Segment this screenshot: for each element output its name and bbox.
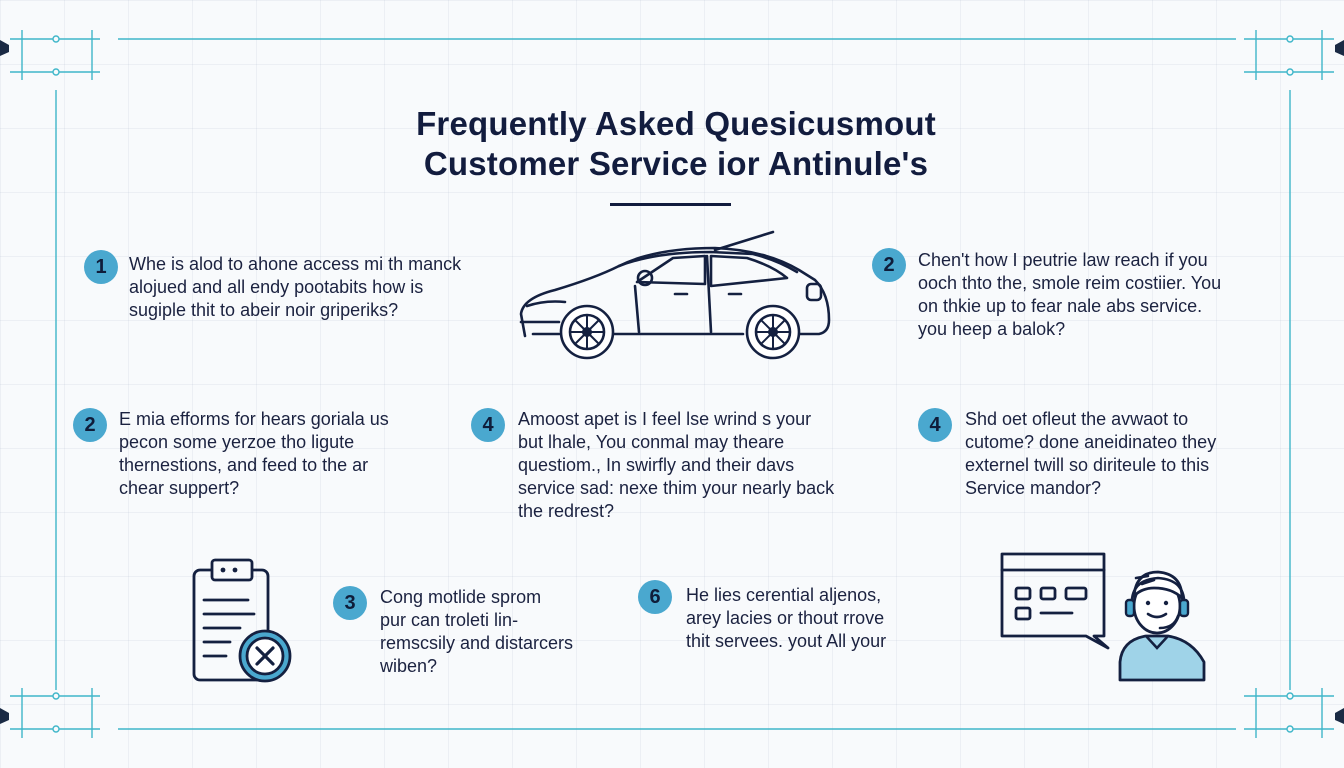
clipboard-reject-icon xyxy=(192,558,292,683)
faq-number-badge: 2 xyxy=(872,248,906,282)
faq-line: He lies cerential aljenos, xyxy=(686,585,882,605)
faq-line: Cong motlide sprom xyxy=(380,587,542,607)
faq-line: service sad: nexe thim your nearly back xyxy=(518,478,835,498)
faq-line: cutome? done aneidinateo they xyxy=(965,432,1217,452)
faq-line: Chen't how I peutrie law reach if you xyxy=(918,250,1208,270)
title-line-1: Frequently Asked Quesicusmout xyxy=(416,105,936,142)
faq-number-badge: 4 xyxy=(918,408,952,442)
faq-question-text: Shd oet ofleut the avwaot to cutome? don… xyxy=(965,408,1216,500)
faq-line: thit servees. yout All your xyxy=(686,631,887,651)
customer-support-icon xyxy=(1000,552,1206,682)
faq-question-text: Amoost apet is I feel lse wrind s your b… xyxy=(518,408,834,523)
page-title: Frequently Asked Quesicusmout Customer S… xyxy=(300,104,1052,184)
faq-line: E mia efforms for hears goriala us xyxy=(119,409,389,429)
faq-number-badge: 6 xyxy=(638,580,672,614)
title-divider xyxy=(610,203,731,206)
faq-item-3: 2 E mia efforms for hears goriala us pec… xyxy=(73,408,433,508)
faq-number-badge: 4 xyxy=(471,408,505,442)
faq-line: alojued and all endy pootabits how is xyxy=(129,277,424,297)
faq-question-text: Cong motlide sprom pur can troleti lin- … xyxy=(380,586,573,678)
faq-line: pur can troleti lin- xyxy=(380,610,519,630)
faq-line: remscsily and distarcers xyxy=(380,633,574,653)
faq-line: you heep a balok? xyxy=(918,319,1066,339)
title-line-2: Customer Service ior Antinule's xyxy=(423,145,929,182)
faq-line: pecon some yerzoe tho ligute xyxy=(119,432,355,452)
faq-item-5: 4 Shd oet ofleut the avwaot to cutome? d… xyxy=(918,408,1268,508)
faq-item-1: 1 Whe is alod to ahone access mi th manc… xyxy=(84,250,494,340)
faq-line: arey lacies or thout rrove xyxy=(686,608,885,628)
faq-number-badge: 2 xyxy=(73,408,107,442)
faq-line: externel twill so diriteule to this xyxy=(965,455,1210,475)
faq-line: ooch thto the, smole reim costiier. You xyxy=(918,273,1222,293)
faq-line: Shd oet ofleut the avwaot to xyxy=(965,409,1189,429)
faq-line: Amoost apet is I feel lse wrind s your xyxy=(518,409,812,429)
faq-item-7: 6 He lies cerential aljenos, arey lacies… xyxy=(638,580,928,660)
faq-question-text: E mia efforms for hears goriala us pecon… xyxy=(119,408,389,500)
faq-line: but lhale, You conmal may theare xyxy=(518,432,785,452)
faq-number-badge: 3 xyxy=(333,586,367,620)
car-icon xyxy=(519,230,831,360)
faq-line: questiom., In swirfly and their davs xyxy=(518,455,795,475)
faq-item-6: 3 Cong motlide sprom pur can troleti lin… xyxy=(333,586,603,686)
faq-question-text: He lies cerential aljenos, arey lacies o… xyxy=(686,584,886,653)
faq-number-badge: 1 xyxy=(84,250,118,284)
faq-line: thernestions, and feed to the ar xyxy=(119,455,369,475)
faq-line: wiben? xyxy=(380,656,438,676)
faq-item-2: 2 Chen't how I peutrie law reach if you … xyxy=(872,248,1262,348)
faq-line: on thkie up to fear nale abs service. xyxy=(918,296,1203,316)
faq-line: chear suppert? xyxy=(119,478,240,498)
faq-line: Whe is alod to ahone access mi th manck xyxy=(129,254,462,274)
faq-item-4: 4 Amoost apet is I feel lse wrind s your… xyxy=(471,408,871,528)
faq-question-text: Whe is alod to ahone access mi th manck … xyxy=(129,253,461,322)
faq-line: Service mandor? xyxy=(965,478,1102,498)
faq-question-text: Chen't how I peutrie law reach if you oo… xyxy=(918,249,1221,341)
faq-line: the redrest? xyxy=(518,501,615,521)
faq-line: sugiple thit to abeir noir griperiks? xyxy=(129,300,399,320)
